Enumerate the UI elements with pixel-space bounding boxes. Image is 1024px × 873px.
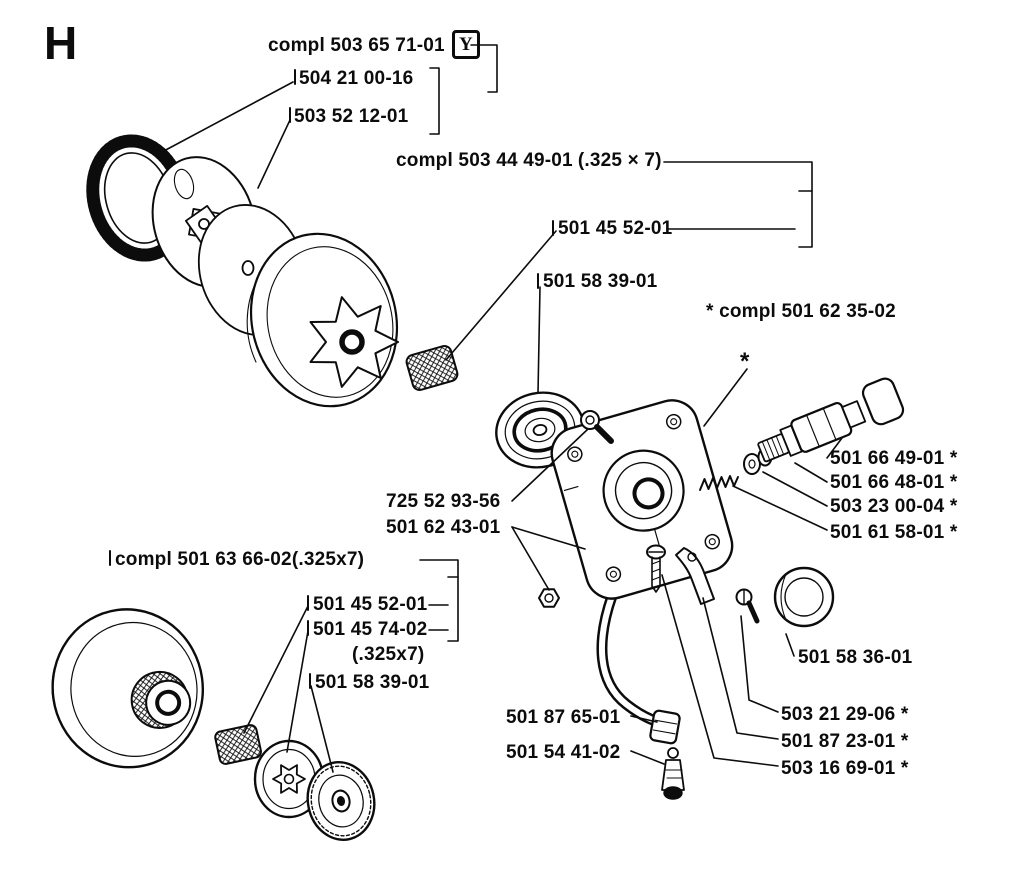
clutch-drum-sprocket-part (246, 232, 399, 408)
label-note-compl-501-62-35-02: * compl 501 62 35-02 (706, 301, 896, 322)
label-503-16-69-01: 503 16 69-01 * (781, 758, 909, 779)
clutch-assembly-top-illustration (86, 134, 585, 469)
plunger-screw-part (646, 544, 666, 593)
label-501-58-36-01: 501 58 36-01 (798, 647, 913, 668)
oil-pump-assembly-illustration (538, 377, 905, 800)
pump-plug-part (773, 566, 835, 628)
y-marker-badge: Y (452, 30, 480, 59)
label-503-52-12-01: 503 52 12-01 (294, 106, 409, 127)
label-501-66-49-01: 501 66 49-01 * (830, 448, 958, 469)
label-503-23-00-04: 503 23 00-04 * (830, 496, 958, 517)
star-callout: * (740, 348, 750, 375)
lever-screw-part (735, 588, 760, 624)
needle-bearing-top-part (405, 345, 459, 391)
label-501-61-58-01: 501 61 58-01 * (830, 522, 958, 543)
label-compl-503-44-49-01: compl 503 44 49-01(.325 × 7) (396, 151, 662, 170)
hex-nut-part (538, 588, 560, 608)
label-501-54-41-02: 501 54 41-02 (506, 742, 621, 763)
label-501-45-52-01-bottom: 501 45 52-01 (313, 594, 428, 615)
oil-valve-part (661, 747, 685, 800)
label-spec: (.325x7) (291, 549, 365, 570)
section-letter: H (44, 17, 78, 69)
label-text: compl 503 44 49-01 (396, 150, 573, 171)
label-501-58-39-01-bottom: 501 58 39-01 (315, 672, 430, 693)
label-compl-503-65-71-01: compl 503 65 71-01 (268, 35, 445, 56)
label-501-87-23-01: 501 87 23-01 * (781, 731, 909, 752)
pump-plunger-part (757, 377, 905, 463)
label-501-45-52-01-top: 501 45 52-01 (558, 218, 673, 239)
seal-washer-bottom-part (306, 761, 376, 841)
needle-bearing-bottom-part (214, 724, 262, 765)
oil-hose-part (596, 590, 681, 745)
label-501-45-74-02: 501 45 74-02 (313, 619, 428, 640)
label-compl-501-63-66-02: compl 501 63 66-02(.325x7) (115, 550, 364, 569)
label-501-66-48-01: 501 66 48-01 * (830, 472, 958, 493)
label-503-21-29-06: 503 21 29-06 * (781, 704, 909, 725)
label-501-45-74-02-spec: (.325x7) (352, 644, 425, 665)
pump-screw-part (580, 410, 614, 444)
label-504-21-00-16: 504 21 00-16 (299, 68, 414, 89)
pump-spring-part (699, 475, 739, 491)
pump-lever-part (675, 547, 715, 605)
label-501-87-65-01: 501 87 65-01 (506, 707, 621, 728)
drum-bottom-part (51, 608, 205, 769)
label-501-62-43-01: 501 62 43-01 (386, 517, 501, 538)
label-spec: (.325 × 7) (577, 150, 662, 171)
label-text: compl 501 63 66-02 (115, 549, 292, 570)
clutch-assembly-bottom-illustration (51, 608, 376, 841)
label-725-52-93-56: 725 52 93-56 (386, 491, 501, 512)
label-501-58-39-01-top: 501 58 39-01 (543, 271, 658, 292)
leader-lines (109, 44, 843, 773)
